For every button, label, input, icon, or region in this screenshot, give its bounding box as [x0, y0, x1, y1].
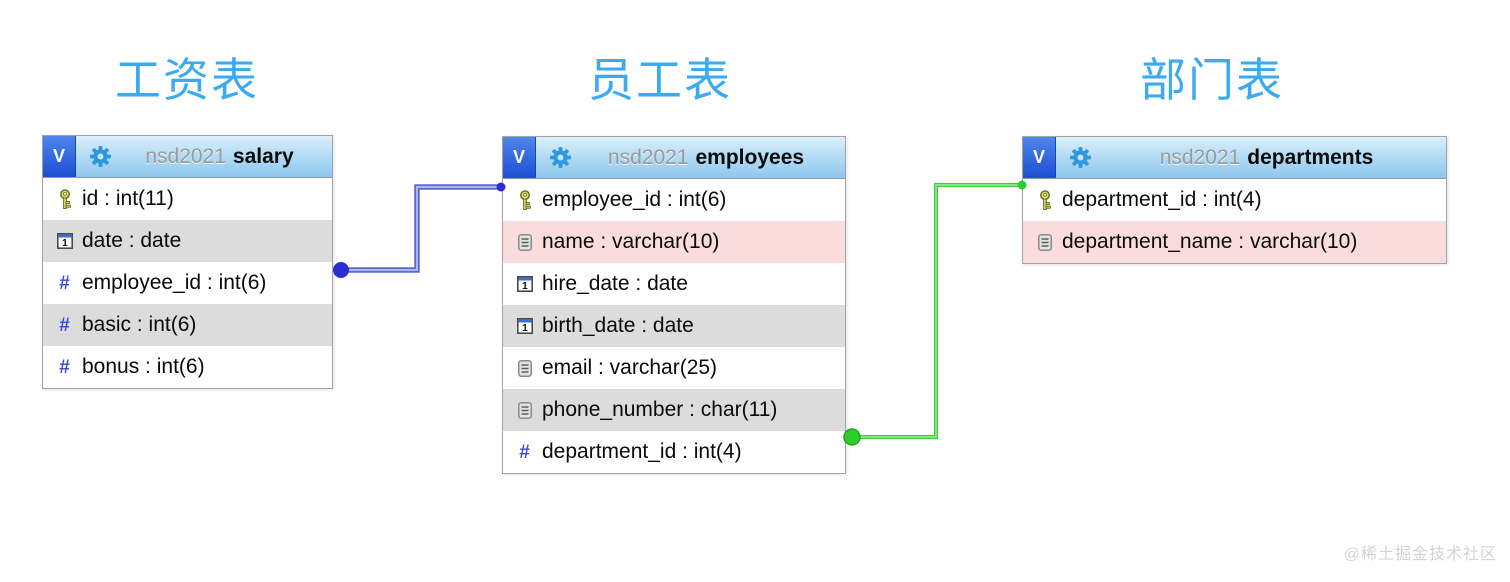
- field-label: department_id : int(4): [542, 440, 742, 463]
- field-label: employee_id : int(6): [82, 271, 267, 294]
- table-header-salary[interactable]: V nsd2021 salary: [43, 136, 332, 178]
- schema-name: nsd2021: [1159, 145, 1241, 169]
- svg-text:1: 1: [62, 238, 68, 249]
- table-row[interactable]: 1 date : date: [43, 220, 332, 262]
- schema-name: nsd2021: [607, 145, 689, 169]
- table-departments[interactable]: V nsd2021 departments: [1022, 136, 1447, 264]
- key-icon: [56, 188, 73, 210]
- table-header-text: nsd2021 departments: [1093, 146, 1446, 170]
- calendar-icon: 1: [516, 276, 533, 292]
- table-title-salary: 工资表: [115, 54, 259, 106]
- table-row[interactable]: email : varchar(25): [503, 347, 845, 389]
- table-title-departments: 部门表: [1140, 54, 1284, 106]
- field-label: date : date: [82, 229, 182, 252]
- table-salary[interactable]: V nsd2021 salary id :: [42, 135, 333, 389]
- gear-icon[interactable]: [1069, 146, 1093, 169]
- watermark: @稀土掘金技术社区: [1343, 546, 1497, 563]
- table-header-text: nsd2021 salary: [113, 145, 332, 169]
- table-header-text: nsd2021 employees: [573, 146, 845, 170]
- field-label: employee_id : int(6): [542, 188, 727, 211]
- table-row[interactable]: # employee_id : int(6): [43, 262, 332, 304]
- field-label: hire_date : date: [542, 272, 688, 295]
- table-row[interactable]: department_id : int(4): [1023, 179, 1446, 221]
- relation-salary-employees: [333, 182, 506, 278]
- schema-name: nsd2021: [145, 144, 226, 168]
- table-name: employees: [695, 145, 805, 169]
- field-label: id : int(11): [82, 187, 174, 210]
- view-badge[interactable]: V: [43, 136, 76, 177]
- field-label: department_id : int(4): [1062, 188, 1262, 211]
- hash-icon: #: [59, 314, 70, 336]
- field-label: bonus : int(6): [82, 355, 205, 378]
- table-row[interactable]: # department_id : int(4): [503, 431, 845, 473]
- table-row[interactable]: 1 birth_date : date: [503, 305, 845, 347]
- field-label: name : varchar(10): [542, 230, 720, 253]
- svg-text:1: 1: [522, 281, 528, 292]
- field-label: birth_date : date: [542, 314, 694, 337]
- table-title-employees: 员工表: [588, 54, 732, 106]
- hash-icon: #: [519, 441, 530, 463]
- hash-icon: #: [59, 272, 70, 294]
- view-badge[interactable]: V: [1023, 137, 1056, 178]
- svg-text:1: 1: [522, 323, 528, 334]
- text-icon: [516, 233, 533, 251]
- text-icon: [1036, 233, 1053, 251]
- field-label: phone_number : char(11): [542, 398, 778, 421]
- table-row[interactable]: employee_id : int(6): [503, 179, 845, 221]
- calendar-icon: 1: [516, 318, 533, 334]
- calendar-icon: 1: [56, 233, 73, 249]
- text-icon: [516, 401, 533, 419]
- table-row[interactable]: # bonus : int(6): [43, 346, 332, 388]
- view-badge[interactable]: V: [503, 137, 536, 178]
- table-row[interactable]: name : varchar(10): [503, 221, 845, 263]
- table-row[interactable]: phone_number : char(11): [503, 389, 845, 431]
- key-icon: [1036, 189, 1053, 211]
- table-row[interactable]: 1 hire_date : date: [503, 263, 845, 305]
- key-icon: [516, 189, 533, 211]
- table-employees[interactable]: V nsd2021 employees e: [502, 136, 846, 474]
- field-label: basic : int(6): [82, 313, 197, 336]
- gear-icon[interactable]: [89, 145, 113, 168]
- hash-icon: #: [59, 356, 70, 378]
- relation-employees-departments: [843, 180, 1027, 446]
- table-name: departments: [1247, 145, 1374, 169]
- table-name: salary: [232, 144, 294, 168]
- table-header-departments[interactable]: V nsd2021 departments: [1023, 137, 1446, 179]
- text-icon: [516, 359, 533, 377]
- field-label: email : varchar(25): [542, 356, 718, 379]
- table-row[interactable]: # basic : int(6): [43, 304, 332, 346]
- table-row[interactable]: id : int(11): [43, 178, 332, 220]
- table-header-employees[interactable]: V nsd2021 employees: [503, 137, 845, 179]
- table-row[interactable]: department_name : varchar(10): [1023, 221, 1446, 263]
- gear-icon[interactable]: [549, 146, 573, 169]
- field-label: department_name : varchar(10): [1062, 230, 1358, 253]
